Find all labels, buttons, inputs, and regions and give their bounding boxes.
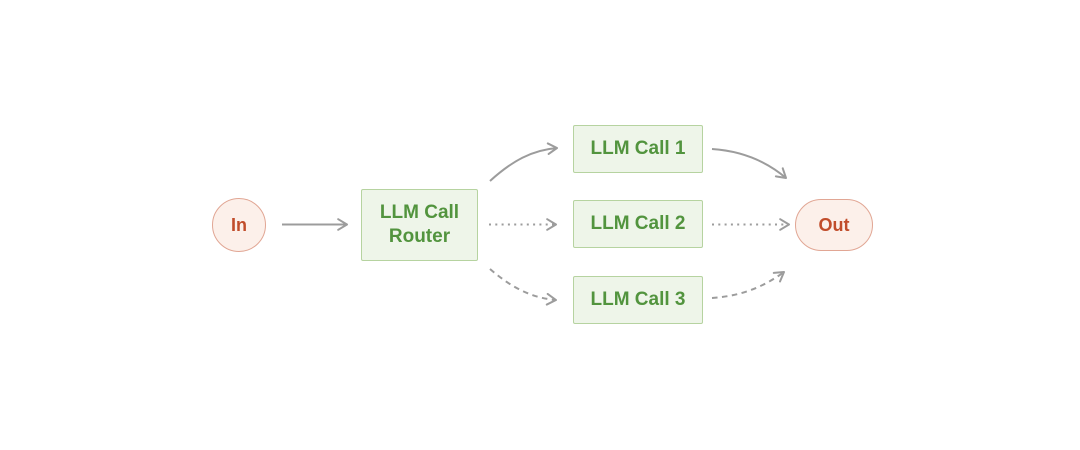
edge-call1-out [711,148,787,179]
node-llm-call-3: LLM Call 3 [573,276,703,324]
edge-router-call1 [489,142,558,182]
edge-router-call3 [489,268,557,306]
node-in-label: In [231,214,247,235]
node-router-label-line2: Router [388,226,451,247]
node-llm-call-router: LLM Call Router [361,189,478,261]
node-call1-label: LLM Call 1 [590,138,686,159]
node-out-label: Out [818,214,850,235]
node-out: Out [795,199,873,251]
node-llm-call-2: LLM Call 2 [573,200,703,248]
node-router-label-line1: LLM Call [379,202,460,223]
node-router-label: LLM Call Router [380,201,459,249]
edge-call3-out [711,271,785,299]
node-in: In [212,198,266,252]
node-call3-label: LLM Call 3 [590,289,686,310]
node-llm-call-1: LLM Call 1 [573,125,703,173]
node-call2-label: LLM Call 2 [590,213,686,234]
